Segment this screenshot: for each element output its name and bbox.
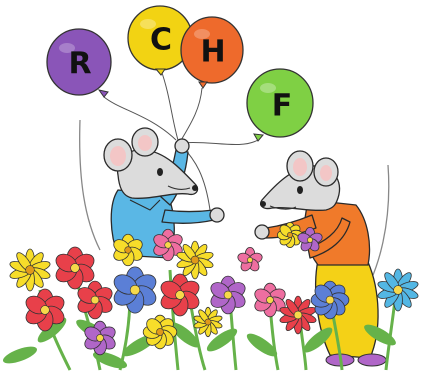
flower-center <box>293 310 303 320</box>
flower <box>84 320 116 356</box>
balloon-letter-f: F <box>272 89 293 124</box>
flower-center <box>90 295 100 305</box>
flower <box>210 275 246 315</box>
flower-center <box>156 328 164 336</box>
balloon-f: F <box>246 68 314 142</box>
flower-center <box>266 296 274 304</box>
flower <box>153 228 183 262</box>
flower <box>113 233 143 267</box>
flower-center <box>287 232 293 238</box>
flower-center <box>393 285 403 295</box>
flower-center <box>204 318 212 326</box>
flower-center <box>223 290 233 300</box>
flower-center <box>124 246 132 254</box>
flower <box>377 268 419 312</box>
balloon-letter-c: C <box>150 23 172 58</box>
flower <box>160 273 200 317</box>
flower-center <box>25 265 35 275</box>
flower <box>237 246 263 272</box>
flower <box>25 288 65 332</box>
flower-meadow <box>2 221 419 371</box>
flower <box>254 282 286 318</box>
flower-center <box>175 290 185 300</box>
flower-center <box>70 263 80 273</box>
flower <box>310 280 350 320</box>
flower <box>297 226 323 252</box>
flower <box>193 306 223 338</box>
flower <box>55 246 95 290</box>
flower <box>276 221 304 249</box>
flower-center <box>325 295 335 305</box>
balloon-h: H <box>180 16 244 89</box>
flower-center <box>307 237 313 243</box>
balloon-letter-r: R <box>68 47 91 82</box>
flower-center <box>190 255 200 265</box>
flower-center <box>247 257 253 263</box>
flower-center <box>40 305 50 315</box>
flower <box>142 314 178 350</box>
flower-center <box>96 334 104 342</box>
balloon-c: C <box>127 5 193 76</box>
left-mouse <box>79 119 225 259</box>
flower <box>279 295 317 335</box>
balloon-letter-h: H <box>200 35 225 70</box>
flower <box>113 266 157 314</box>
flower-center <box>129 284 141 296</box>
balloon-r: R <box>46 28 112 98</box>
flower <box>176 240 214 280</box>
flower <box>77 280 113 320</box>
flower <box>9 248 51 292</box>
flower-center <box>164 241 172 249</box>
